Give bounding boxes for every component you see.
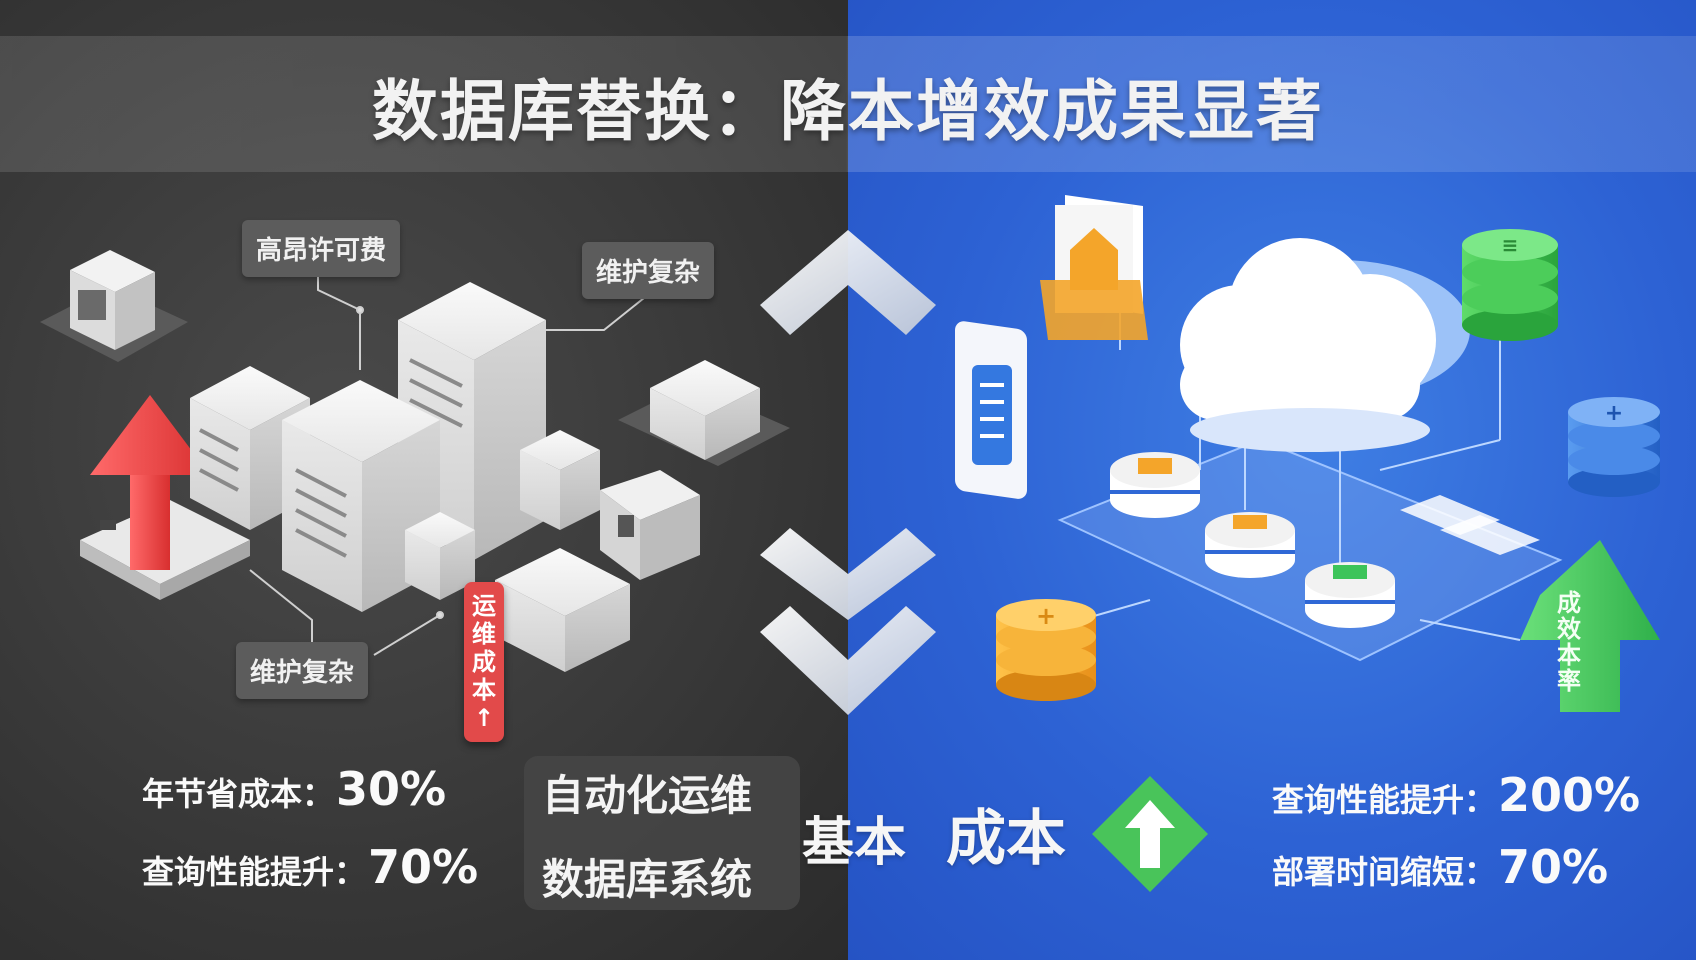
stat-label: 年节省成本：: [142, 775, 335, 813]
stat-value: 70%: [1498, 840, 1609, 894]
stat-deploy-time: 部署时间缩短：70%: [1272, 840, 1608, 894]
card-line-2: 数据库系统: [542, 855, 753, 904]
stat-value: 70%: [368, 840, 479, 894]
stat-query-perf-right: 查询性能提升：200%: [1272, 768, 1640, 822]
chevron-down-icon-2: [760, 606, 936, 715]
svg-text:+: +: [1036, 602, 1056, 630]
stat-label: 查询性能提升：: [1272, 781, 1497, 819]
tag-maintenance-bottom: 维护复杂: [236, 642, 369, 699]
chevron-up-icon: [760, 230, 936, 335]
database-green-icon: ≡: [1462, 229, 1558, 341]
server-rack-cluster-icon: [190, 282, 790, 672]
auto-ops-card: [524, 756, 800, 910]
page-title: 数据库替换：降本增效成果显著: [372, 73, 1324, 150]
tag-maintenance-top: 维护复杂: [582, 242, 715, 299]
stat-value: 200%: [1498, 768, 1641, 822]
title-banner: [0, 36, 1696, 172]
cloud-icon: [1180, 238, 1470, 452]
coin-stack-icon: +: [996, 599, 1096, 701]
server-node-icons: [1110, 452, 1395, 628]
green-up-arrow-icon: [1520, 540, 1660, 712]
stat-annual-savings: 年节省成本：30%: [142, 762, 446, 816]
chevron-down-icon: [760, 528, 936, 620]
bottom-text-left: 基本: [802, 813, 907, 873]
tag-license-fee: 高昂许可费: [242, 220, 401, 277]
stat-label: 查询性能提升：: [142, 853, 367, 891]
ops-cost-badge: 运维成本↑: [464, 582, 504, 742]
card-line-1: 自动化运维: [542, 771, 753, 820]
stat-label: 部署时间缩短：: [1272, 853, 1497, 891]
package-box-icon: [40, 250, 188, 362]
stat-value: 30%: [336, 762, 447, 816]
document-icon: [1040, 195, 1148, 340]
database-blue-icon: +: [1568, 397, 1660, 497]
svg-text:+: +: [1605, 401, 1623, 426]
bottom-text-right: 成本: [946, 804, 1066, 874]
efficiency-arrow-label: 成效本率: [1557, 589, 1581, 695]
tablet-icon: [955, 321, 1027, 499]
stat-query-perf-left: 查询性能提升：70%: [142, 840, 478, 894]
svg-text:≡: ≡: [1502, 233, 1519, 257]
callout-lines: [249, 270, 645, 656]
red-up-arrow-icon: [80, 395, 250, 600]
up-down-arrow-icon: [1092, 776, 1208, 892]
